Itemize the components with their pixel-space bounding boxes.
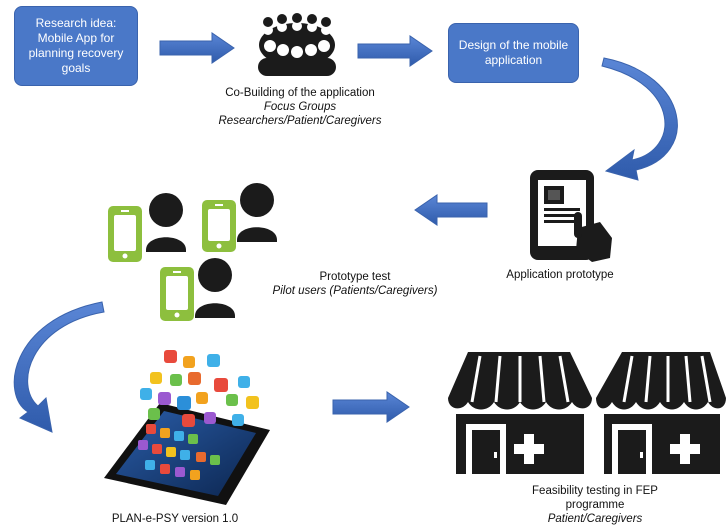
prototype-title: Application prototype (506, 269, 614, 281)
group-icon (258, 13, 336, 76)
version-title: PLAN-e-PSY version 1.0 (111, 513, 239, 525)
prototype-test-participants: Pilot users (Patients/Caregivers) (272, 285, 438, 297)
version-label: PLAN-e-PSY version 1.0 (95, 512, 255, 526)
co-building-participants: Researchers/Patient/Caregivers (218, 115, 382, 127)
curved-arrow-test-to-version (13, 301, 105, 433)
user-phone-icon-3 (160, 258, 235, 321)
user-phone-icon-2 (202, 183, 277, 252)
arrow-prototype-to-test (414, 194, 488, 226)
arrow-research-to-cobuild (159, 32, 235, 64)
arrow-cobuild-to-design (357, 35, 433, 67)
prototype-label: Application prototype (490, 268, 630, 282)
feasibility-participants: Patient/Caregivers (547, 513, 643, 525)
curved-arrow-design-to-prototype (601, 57, 678, 181)
research-idea-box: Research idea: Mobile App for planning r… (14, 6, 138, 86)
prototype-test-title: Prototype test (319, 271, 391, 283)
user-phone-icon-1 (108, 193, 186, 262)
prototype-test-label: Prototype test Pilot users (Patients/Car… (255, 270, 455, 298)
design-text: Design of the mobile application (458, 38, 569, 67)
research-idea-text: Research idea: Mobile App for planning r… (28, 16, 124, 75)
design-box: Design of the mobile application (448, 23, 579, 83)
touch-phone-icon (530, 170, 612, 262)
feasibility-label: Feasibility testing in FEP programme Pat… (510, 484, 680, 526)
shop-icon-1 (448, 352, 592, 474)
feasibility-title-2: programme (565, 499, 625, 511)
shop-icon-2 (596, 352, 726, 474)
co-building-method: Focus Groups (263, 101, 337, 113)
co-building-label: Co-Building of the application Focus Gro… (195, 86, 405, 128)
co-building-title: Co-Building of the application (225, 87, 375, 99)
arrow-version-to-feasibility (332, 391, 410, 423)
smartphone-apps-icon (104, 350, 270, 505)
feasibility-title-1: Feasibility testing in FEP (532, 485, 658, 497)
